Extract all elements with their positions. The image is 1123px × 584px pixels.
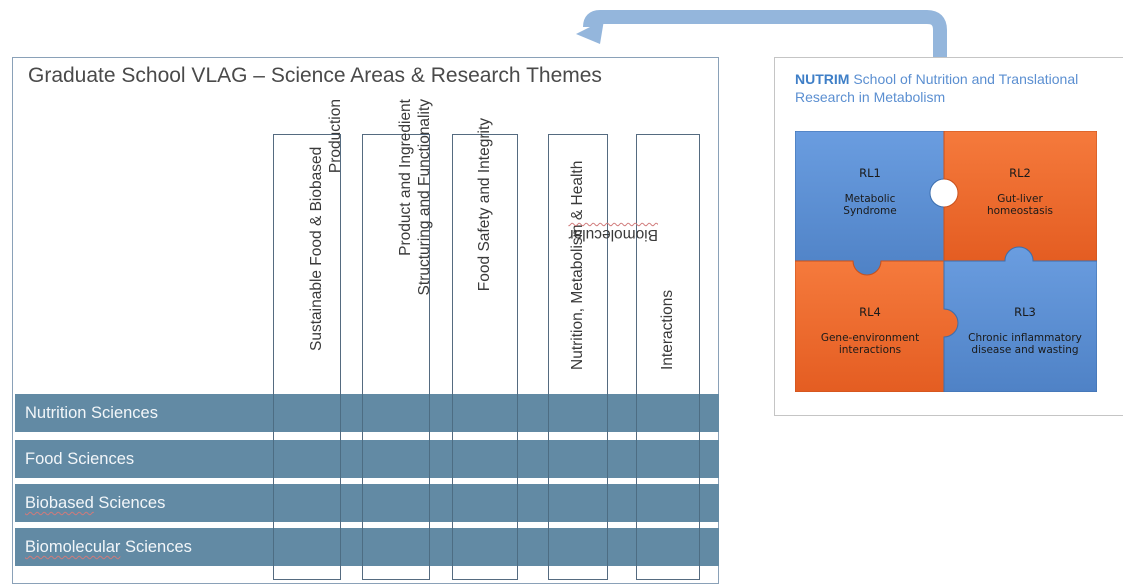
- row-divider-line: [607, 394, 608, 432]
- row-divider-line: [548, 394, 549, 432]
- row-divider-line: [517, 394, 518, 432]
- area-row-food: Food Sciences: [15, 440, 719, 478]
- row-divider-line: [340, 394, 341, 432]
- row-divider-line: [607, 484, 608, 522]
- area-row-biomolecular: Biomolecular Sciences: [15, 528, 719, 566]
- row-divider-line: [517, 484, 518, 522]
- rl4-label: RL4 Gene-environment interactions: [800, 306, 940, 356]
- row-divider-line: [429, 484, 430, 522]
- row-divider-line: [429, 528, 430, 566]
- row-divider-line: [362, 394, 363, 432]
- nutrim-description: School of Nutrition and Translational Re…: [795, 71, 1079, 105]
- row-divider-line: [607, 528, 608, 566]
- row-divider-line: [699, 528, 700, 566]
- row-divider-line: [273, 394, 274, 432]
- arrow-shaft: [583, 10, 947, 58]
- rl4-id: RL4: [859, 305, 881, 319]
- rl1-label: RL1 Metabolic Syndrome: [800, 167, 940, 217]
- row-divider-line: [273, 528, 274, 566]
- theme-label: Food Safety and Integrity: [476, 118, 493, 292]
- theme-label: Nutrition, Metabolism & Health: [569, 160, 586, 370]
- row-divider-line: [699, 484, 700, 522]
- row-divider-line: [548, 484, 549, 522]
- arrow-head: [576, 20, 604, 44]
- row-divider-line: [699, 394, 700, 432]
- row-divider-line: [452, 484, 453, 522]
- row-divider-line: [452, 394, 453, 432]
- row-divider-line: [340, 528, 341, 566]
- row-divider-line: [340, 484, 341, 522]
- row-divider-line: [452, 528, 453, 566]
- row-divider-line: [273, 440, 274, 478]
- row-divider-line: [429, 394, 430, 432]
- theme-label: Biomolecular Interactions: [568, 226, 676, 370]
- area-label: Biomolecular Sciences: [25, 538, 192, 556]
- research-lines-puzzle: [795, 131, 1097, 392]
- row-divider-line: [429, 440, 430, 478]
- puzzle-piece-rl3: [943, 246, 1097, 392]
- rl4-name: Gene-environment interactions: [820, 332, 920, 356]
- rl2-name: Gut-liver homeostasis: [986, 193, 1054, 217]
- row-divider-line: [340, 440, 341, 478]
- row-divider-line: [273, 484, 274, 522]
- area-label: Food Sciences: [25, 450, 135, 468]
- nutrim-heading: NUTRIM School of Nutrition and Translati…: [795, 70, 1115, 106]
- rl2-label: RL2 Gut-liver homeostasis: [950, 167, 1090, 217]
- area-label: Biobased Sciences: [25, 494, 166, 512]
- row-divider-line: [636, 394, 637, 432]
- row-divider-line: [362, 528, 363, 566]
- rl3-name: Chronic inflammatory disease and wasting: [968, 332, 1082, 356]
- row-divider-line: [517, 528, 518, 566]
- vlag-title: Graduate School VLAG – Science Areas & R…: [28, 64, 602, 87]
- row-divider-line: [548, 528, 549, 566]
- row-divider-line: [636, 484, 637, 522]
- row-divider-line: [699, 440, 700, 478]
- area-label: Nutrition Sciences: [25, 404, 158, 422]
- row-divider-line: [517, 440, 518, 478]
- rl3-label: RL3 Chronic inflammatory disease and was…: [950, 306, 1100, 356]
- rl3-id: RL3: [1014, 305, 1036, 319]
- area-row-biobased: Biobased Sciences: [15, 484, 719, 522]
- nutrim-name: NUTRIM: [795, 71, 850, 87]
- row-divider-line: [607, 440, 608, 478]
- row-divider-line: [548, 440, 549, 478]
- row-divider-line: [362, 484, 363, 522]
- row-divider-line: [636, 440, 637, 478]
- rl1-id: RL1: [859, 166, 881, 180]
- row-divider-line: [636, 528, 637, 566]
- area-row-nutrition: Nutrition Sciences: [15, 394, 719, 432]
- row-divider-line: [452, 440, 453, 478]
- rl2-id: RL2: [1009, 166, 1031, 180]
- connector-arrow: [576, 10, 947, 58]
- row-divider-line: [362, 440, 363, 478]
- nutrim-panel: [774, 57, 1123, 416]
- rl1-name: Metabolic Syndrome: [843, 193, 897, 217]
